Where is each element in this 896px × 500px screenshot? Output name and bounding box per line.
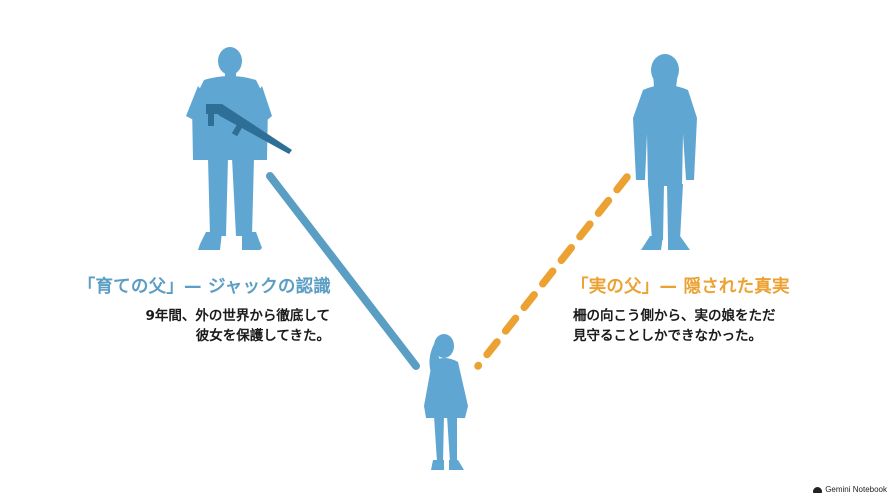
left-title: 「育ての父」— ジャックの認識 <box>77 277 331 297</box>
left-description-line-1: 9年間、外の世界から徹底して <box>145 308 331 324</box>
right-description-line-2: 見守ることしかできなかった。 <box>573 328 762 344</box>
rifle-icon <box>206 104 292 154</box>
soldier-figure <box>186 47 272 250</box>
brand-watermark: Gemini Notebook <box>813 485 887 494</box>
solid-connection-line <box>266 172 420 370</box>
father-figure <box>633 54 697 250</box>
brand-label: Gemini Notebook <box>825 485 887 494</box>
right-description: 柵の向こう側から、実の娘をただ 見守ることしかできなかった。 <box>573 306 776 346</box>
right-description-line-1: 柵の向こう側から、実の娘をただ <box>573 308 776 324</box>
dashed-connection-line <box>474 173 631 370</box>
cloud-icon <box>813 486 823 493</box>
left-description-line-2: 彼女を保護してきた。 <box>195 328 330 344</box>
left-description: 9年間、外の世界から徹底して 彼女を保護してきた。 <box>146 306 331 346</box>
right-title: 「実の父」— 隠された真実 <box>571 277 790 297</box>
daughter-figure <box>424 334 468 470</box>
